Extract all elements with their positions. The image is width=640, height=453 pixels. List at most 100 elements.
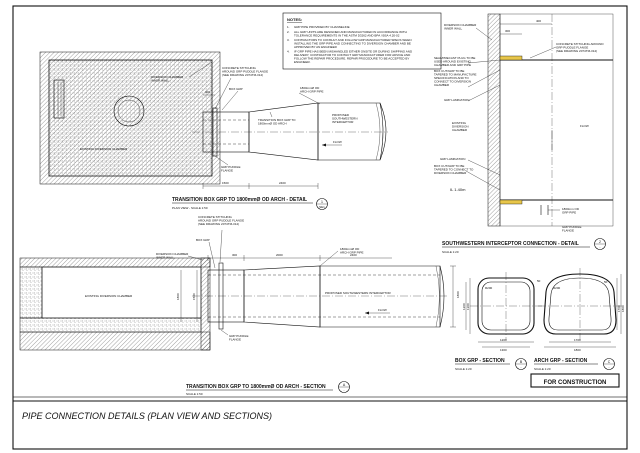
section-label-stitching-2: AROUND GRP PUDDLE FLANGE bbox=[198, 219, 244, 223]
box-section-callout-top: B bbox=[520, 360, 523, 364]
interceptor-dim-400: 400 bbox=[536, 19, 541, 23]
section-flow-label: FLOW bbox=[378, 308, 387, 312]
section-label-diversion-wall-1: DIVERSION CHAMBER bbox=[156, 252, 189, 256]
interceptor-label-boxcut2-1: BOX CUT/GRP TO BE bbox=[434, 164, 464, 168]
interceptor-label-boxcut-5: CHAMBER bbox=[434, 83, 450, 87]
interceptor-callout-bottom: - bbox=[600, 245, 601, 249]
plan-label-proposed-2: SOUTHWESTERN bbox=[332, 117, 358, 121]
box-dim-w-inner: 1200 bbox=[500, 338, 507, 342]
note-3-line-3: APPROVED BY AN ENGINEER bbox=[294, 45, 338, 49]
interceptor-label-boxcut-1: BOX CUT/GRP TO BE bbox=[434, 69, 464, 73]
plan-label-arch-pipe-2: ARCH GRP PIPE bbox=[300, 90, 323, 94]
note-2-line-2: TOLERANCE REQUIREMENTS IN THE ASTM D3262… bbox=[294, 34, 400, 38]
note-4-line-4: ENGINEER. bbox=[294, 60, 311, 64]
section-wall-right bbox=[200, 257, 211, 351]
for-construction-box bbox=[530, 373, 620, 388]
box-dim-w-outer: 1300 bbox=[500, 348, 507, 352]
interceptor-label-stitching-3: (SEE DRAWING 2074TM-314) bbox=[556, 49, 597, 53]
note-2-num: 2. bbox=[287, 30, 290, 34]
interceptor-subtitle: SCALE 1:20 bbox=[442, 250, 459, 254]
arch-section-callout-bottom: - bbox=[609, 365, 610, 369]
section-a-title: TRANSITION BOX GRP TO 1800mmØ OD ARCH - … bbox=[186, 384, 326, 390]
section-label-puddle-1: GRP PUDDLE bbox=[229, 334, 248, 338]
interceptor-callout-top: 2 bbox=[599, 240, 601, 244]
interceptor-label-il: IL 1.40m bbox=[450, 187, 466, 192]
plan-label-box-grp: BOX GRP bbox=[229, 87, 243, 91]
section-wall-top bbox=[19, 257, 211, 268]
plan-dim-1500: 1500 bbox=[222, 181, 229, 185]
interceptor-label-puddle-2: FLANGE bbox=[562, 229, 574, 233]
note-3-num: 3. bbox=[287, 38, 290, 42]
interceptor-label-boxcut-3: SPECIFICATION AND TO bbox=[434, 76, 469, 80]
arch-pipe-plan bbox=[317, 102, 384, 161]
section-label-arch-pipe-2: ARCH GRP PIPE bbox=[340, 251, 363, 255]
arch-dim-r: R200 bbox=[553, 286, 561, 290]
section-dim-300: 300 bbox=[232, 253, 237, 257]
transition-plan bbox=[248, 102, 319, 161]
interceptor-label-sealing-3: CHAMBER AND GRP PIPE bbox=[434, 63, 471, 67]
chamber-inner bbox=[48, 59, 213, 177]
plan-detail-callout-bottom: SE1 bbox=[319, 205, 325, 209]
section-label-arch-pipe-1: 1800mmØ OD bbox=[340, 247, 360, 251]
for-construction-stamp: FOR CONSTRUCTION bbox=[544, 380, 607, 386]
section-wall-bottom bbox=[19, 331, 211, 351]
interceptor-label-lamination: GRP LAMINATION bbox=[444, 98, 469, 102]
note-4-line-2: DELIVERY, CONTRACTOR TO CONTACT GRP MANU… bbox=[294, 53, 411, 57]
interceptor-label-existing-3: CHAMBER bbox=[452, 128, 468, 132]
plan-flow-label: FLOW bbox=[333, 140, 342, 144]
note-4-line-3: FOLLOW THE REPAIR PROCEDURE. REPAIR PROC… bbox=[294, 57, 409, 61]
interceptor-label-stitching-1: CONCRETE STITCHING AROUND bbox=[556, 42, 604, 46]
section-dim-1500: 1500 bbox=[192, 293, 196, 300]
note-1-num: 1. bbox=[287, 25, 290, 29]
interceptor-label-boxcut2-3: DIVERSION CHAMBER bbox=[434, 171, 467, 175]
box-dim-t: 50 bbox=[537, 279, 541, 283]
plan-detail-title: TRANSITION BOX GRP TO 1800mmØ OD ARCH - … bbox=[172, 197, 307, 203]
box-section-callout-bottom: - bbox=[521, 365, 522, 369]
plan-label-transition-1: TRANSITION BOX GRP TO bbox=[258, 118, 296, 122]
notes-heading: NOTES: bbox=[287, 17, 302, 22]
plan-label-proposed-3: INTERCEPTOR bbox=[332, 120, 354, 124]
interceptor-label-arch-1: 1800mm OD bbox=[562, 207, 580, 211]
interceptor-wall bbox=[487, 13, 501, 227]
section-dim-1800-right: 1800 bbox=[456, 291, 460, 298]
plan-detail-callout-top: 1 bbox=[321, 200, 323, 204]
interceptor-label-existing-2: DIVERSION bbox=[452, 125, 469, 129]
plan-label-puddle-2: FLANGE bbox=[221, 169, 233, 173]
plan-label-stitching-3: (SEE DRAWING 2074TM-314) bbox=[222, 73, 263, 77]
grate bbox=[53, 79, 65, 119]
interceptor-label-wall-2: INNER WALL bbox=[444, 27, 463, 31]
arch-section-title: ARCH GRP - SECTION bbox=[534, 358, 588, 364]
interceptor-title: SOUTHWESTERN INTERCEPTOR CONNECTION - DE… bbox=[442, 241, 579, 247]
box-dim-h-inner: 1200 bbox=[462, 303, 466, 310]
section-label-stitching-3: (SEE DRAWING 2074TM-314) bbox=[198, 222, 239, 226]
note-3-line-2: INSTALLING THE GRP PIPE AND CONNECTING T… bbox=[294, 42, 411, 46]
interceptor-label-boxcut-4: CONNECT TO DIVERSION bbox=[434, 80, 471, 84]
notes-box: NOTES: 1. GRP PIPE PROVIDED BY CHANNELIN… bbox=[282, 12, 442, 70]
plan-label-arch-pipe-1: 1800mmØ OD bbox=[300, 86, 320, 90]
arch-dim-h-outer: 1800 bbox=[621, 305, 625, 312]
section-left-concrete bbox=[19, 266, 43, 319]
section-label-existing: EXISTING DIVERSION CHAMBER bbox=[85, 294, 133, 298]
section-dim-2000: 2000 bbox=[276, 253, 283, 257]
section-a-callout-top: A bbox=[343, 383, 346, 387]
arch-grp-section: 1700 1800 1800 1700 R200 50 ARCH GRP - S… bbox=[534, 268, 625, 371]
interceptor-dim-300: 300 bbox=[505, 29, 510, 33]
plan-dim-2400: 2400 bbox=[279, 181, 286, 185]
plan-dim-300: 300 bbox=[205, 90, 210, 94]
note-1-line-1: GRP PIPE PROVIDED BY CHANNELINE bbox=[294, 25, 350, 29]
box-section-title: BOX GRP - SECTION bbox=[455, 358, 505, 364]
interceptor-label-lamination-2: GRP LAMINATION bbox=[440, 157, 465, 161]
box-dim-r: R200 bbox=[485, 286, 493, 290]
arch-dim-t: 50 bbox=[604, 280, 608, 284]
manhole-circle bbox=[113, 95, 145, 127]
plan-label-diversion-wall-2: INNER WALL bbox=[151, 79, 170, 83]
plan-label-stitching-1: CONCRETE STITCHING bbox=[222, 66, 257, 70]
plan-label-diversion-wall-1: DIVERSION CHAMBER bbox=[151, 75, 184, 79]
arch-section-callout-top: C bbox=[608, 360, 611, 364]
section-label-proposed: PROPOSED SOUTHWESTERN INTERCEPTOR bbox=[325, 291, 391, 295]
interceptor-flow-label: FLOW bbox=[580, 124, 589, 128]
section-dim-1800-left: 1800 bbox=[176, 293, 180, 300]
note-2-line-1: ALL GRP UNITS ARE DESIGNED AND MANUFACTU… bbox=[294, 30, 407, 34]
arch-dim-w-outer: 1800 bbox=[574, 348, 581, 352]
